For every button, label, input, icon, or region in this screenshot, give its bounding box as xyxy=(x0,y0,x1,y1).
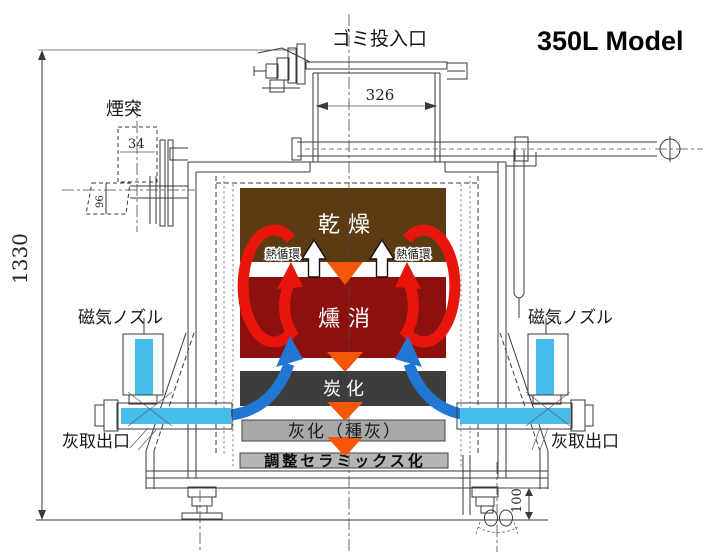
machine-solid-linework xyxy=(145,152,549,515)
chimney-centerlines xyxy=(62,100,195,232)
dim-326-arrow-right xyxy=(425,102,437,110)
dim-100-arrow-down xyxy=(525,512,533,520)
zone-ceramic-label: 調整セラミックス化 xyxy=(264,452,426,470)
heat-circulation-arrows xyxy=(237,224,461,348)
heat-loop-right xyxy=(402,224,461,348)
heat-up-arrow-left-head xyxy=(277,262,303,289)
heat-circulation-label-right: 熱循環 xyxy=(396,248,431,261)
down-arrow-4 xyxy=(327,437,363,457)
base-height-text: 100 xyxy=(510,488,525,513)
hopper-linework xyxy=(305,61,468,162)
nozzle-pipe-vertical-left xyxy=(135,339,153,395)
heat-up-arrow-right-shaft xyxy=(399,281,419,341)
model-title: 350L Model xyxy=(537,26,684,56)
magnetic-nozzle-right-assembly: 磁気ノズル 灰取出口 xyxy=(456,308,619,451)
caster-wheel-2 xyxy=(499,509,513,527)
zone-ashing-label: 灰化（種灰） xyxy=(288,422,402,441)
support-legs xyxy=(181,462,519,552)
lid-hinge-linework xyxy=(253,43,311,93)
dimension-arrow-up xyxy=(38,50,46,60)
heat-up-arrow-right-head xyxy=(395,262,421,289)
nozzle-housing-right xyxy=(456,318,594,432)
down-arrow-2 xyxy=(327,352,363,372)
caster-swivel-dashed xyxy=(475,521,519,535)
ash-outlet-label-right: 灰取出口 xyxy=(551,432,619,451)
down-arrow-1 xyxy=(327,262,363,285)
down-arrow-3 xyxy=(327,402,363,421)
ash-outlet-label-left: 灰取出口 xyxy=(62,432,130,451)
magnetic-nozzle-label-left: 磁気ノズル xyxy=(78,308,163,327)
air-arrow-right-head xyxy=(395,336,422,367)
zone-labels: 乾燥 燻消 炭化 灰化（種灰） 調整セラミックス化 xyxy=(264,212,426,470)
agitator-rod xyxy=(291,136,703,318)
nozzle-pipe-vertical-right xyxy=(536,339,554,395)
heat-circulation-label-left: 熱循環 xyxy=(266,248,301,261)
dim-100-arrow-up xyxy=(525,488,533,496)
chimney-duct-text: 96 xyxy=(95,195,106,208)
inlet-width-text: 326 xyxy=(366,86,395,104)
white-up-arrow-left xyxy=(300,238,328,278)
machine-dashed-linework xyxy=(153,176,541,455)
downward-flow-arrows xyxy=(327,262,363,457)
zone-carbonization-label: 炭化 xyxy=(323,379,369,399)
air-arrow-right-shaft xyxy=(403,362,468,421)
machine-body xyxy=(145,152,549,515)
chimney-label: 煙突 xyxy=(106,99,142,119)
dimension-overall-height: 1330 xyxy=(8,49,295,520)
zone-drying-label: 乾燥 xyxy=(318,212,378,237)
dim-326-arrow-left xyxy=(316,102,328,110)
nozzle-valve-marks-right xyxy=(525,391,571,451)
chimney-assembly: 煙突 34 96 xyxy=(62,99,195,232)
waste-hopper: 326 ゴミ投入口 xyxy=(253,28,468,162)
air-inlet-arrows xyxy=(230,336,468,421)
dimension-base-height: 100 xyxy=(506,487,538,520)
zone-smoldering-label: 燻消 xyxy=(318,306,378,331)
dimension-arrow-down xyxy=(38,510,46,520)
magnetic-nozzle-left-assembly: 磁気ノズル 灰取出口 xyxy=(62,308,233,451)
nozzle-pipe-horizontal-left xyxy=(121,408,231,424)
magnetic-nozzle-label-right: 磁気ノズル xyxy=(528,308,613,327)
heat-up-arrow-left-shaft xyxy=(279,281,299,341)
caster-wheel-1 xyxy=(484,509,498,527)
chimney-duct-dashed xyxy=(85,126,158,215)
heat-loop-left xyxy=(237,224,296,348)
dimension-1330-text: 1330 xyxy=(8,233,32,284)
leg-centerlines xyxy=(199,462,498,552)
garbage-inlet-label: ゴミ投入口 xyxy=(332,28,427,50)
nozzle-valve-marks-left xyxy=(127,391,173,451)
chimney-width-text: 34 xyxy=(128,137,145,152)
air-arrow-left-shaft xyxy=(230,362,295,421)
air-arrow-left-head xyxy=(276,336,303,367)
white-up-arrow-right xyxy=(368,238,396,278)
nozzle-pipe-horizontal-right xyxy=(460,408,570,424)
heat-circulation-markers: 熱循環 熱循環 xyxy=(264,238,432,278)
legs-linework xyxy=(181,486,499,520)
chimney-flue-linework xyxy=(105,139,188,227)
